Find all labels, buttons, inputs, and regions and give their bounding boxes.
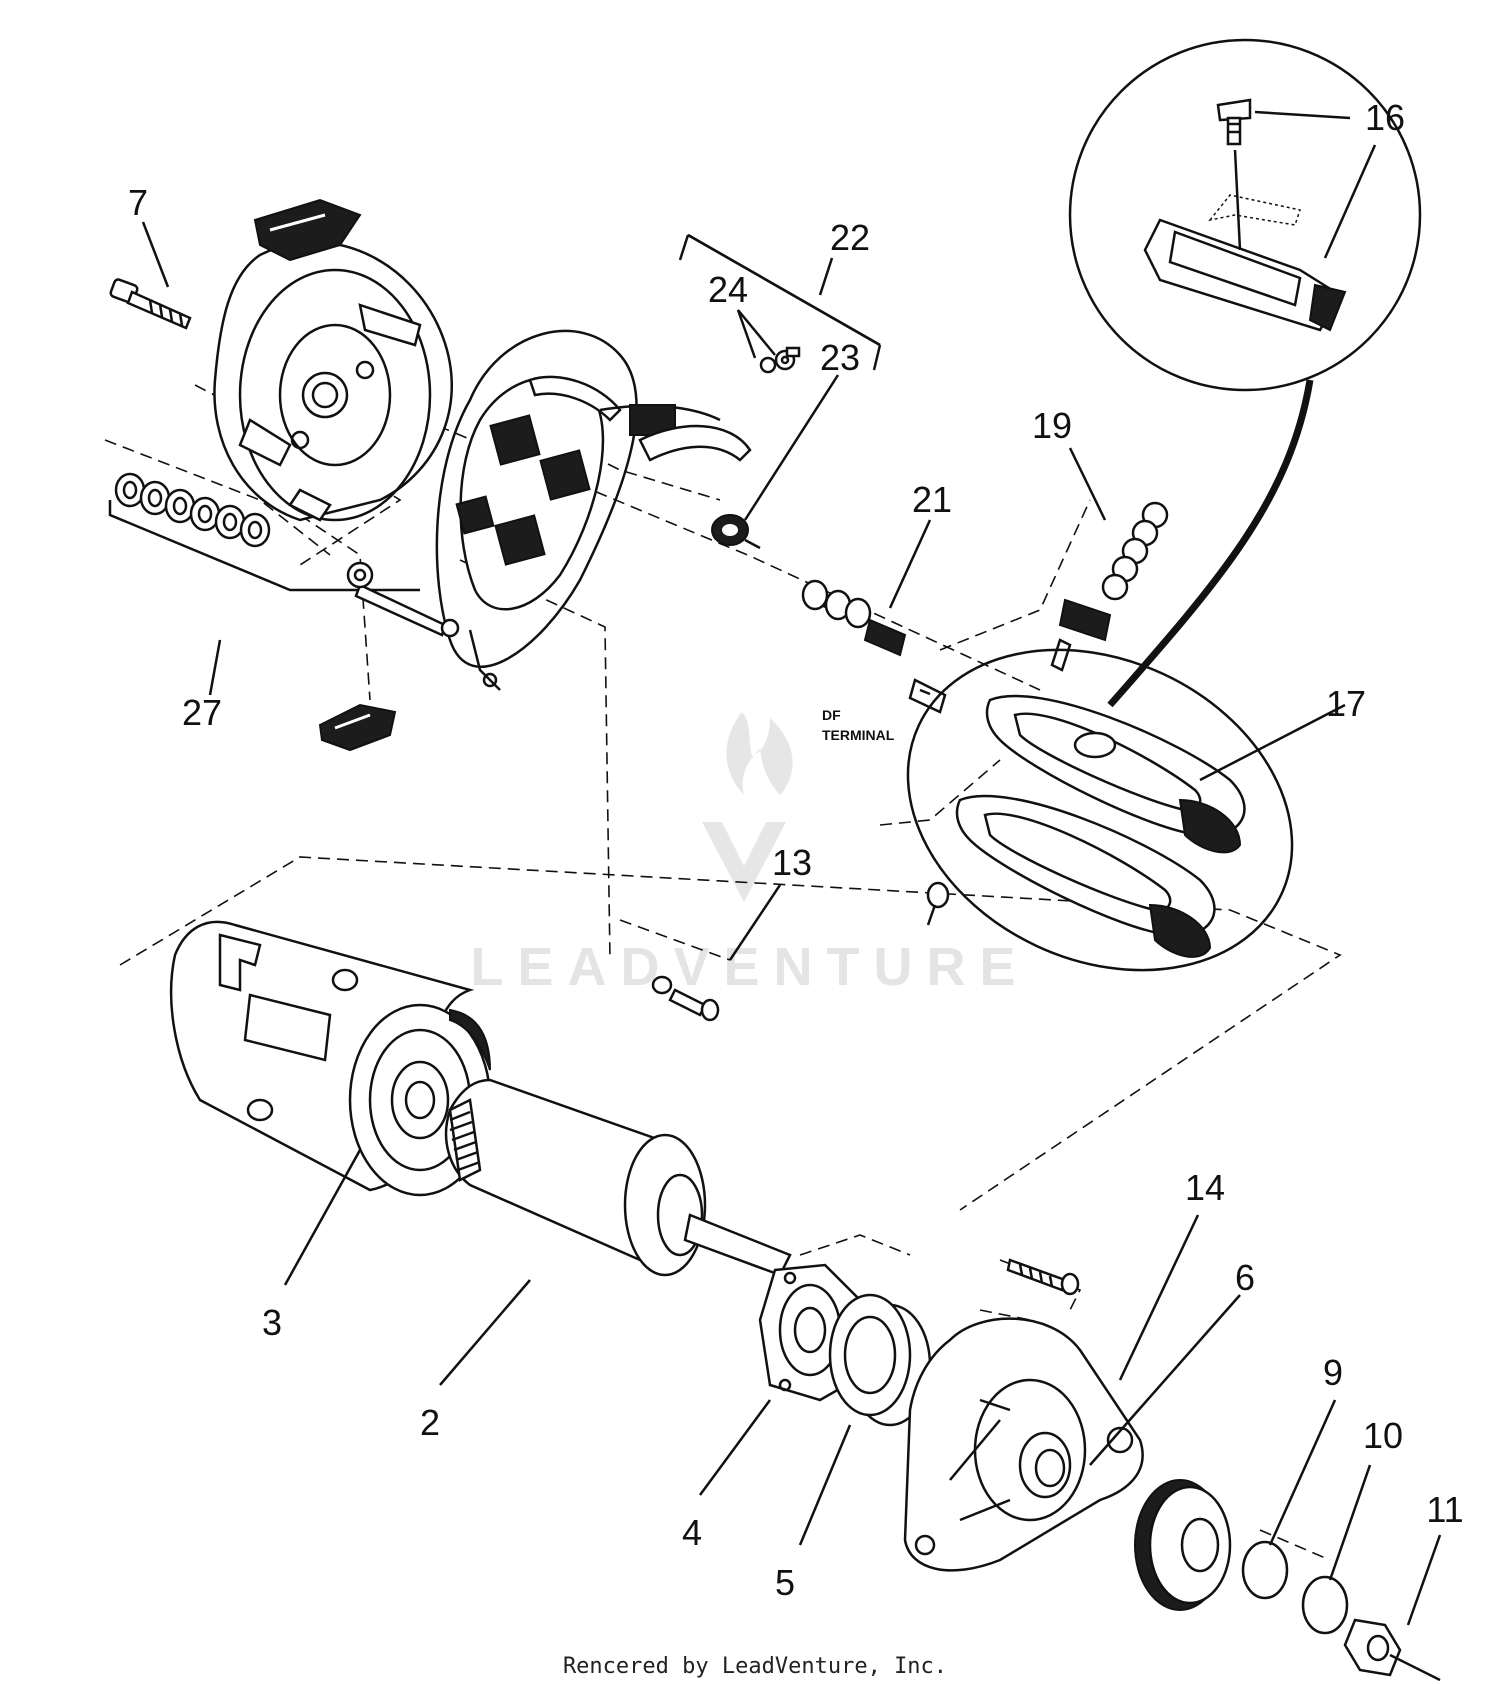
inset-circle-part-16 [1068,38,1422,708]
callout-16: 16 [1365,97,1405,138]
callout-2: 2 [420,1402,440,1443]
end-frame [213,198,454,522]
part-10-lockwasher [1301,1575,1349,1635]
callout-24: 24 [708,269,748,310]
callout-22: 22 [830,217,870,258]
watermark-flame-icon [726,712,793,795]
callout-17: 17 [1326,683,1366,724]
leader-lines [141,110,1442,1626]
part-14-drive-end-frame [903,1258,1144,1572]
callout-5: 5 [775,1562,795,1603]
footer-credit: Rencered by LeadVenture, Inc. [563,1654,947,1679]
part-13-screw [651,975,720,1022]
parts-22-24-brush-assembly [629,233,882,550]
watermark-v-icon [702,822,786,902]
callout-19: 19 [1032,405,1072,446]
callout-27: 27 [182,692,222,733]
callout-14: 14 [1185,1167,1225,1208]
brush-holder-plate [318,329,721,752]
watermark: LEADVENTURE [470,712,1029,997]
callout-21: 21 [912,479,952,520]
part-17-field-coils [906,648,1294,972]
callout-23: 23 [820,337,860,378]
part-27-washer-set [108,472,420,592]
callout-11: 11 [1426,1489,1463,1530]
part-2-armature [444,1078,792,1277]
callout-numbers: 7 22 24 23 16 19 21 17 27 13 14 6 3 9 2 … [128,97,1464,1603]
callout-6: 6 [1235,1257,1255,1298]
frame-housing [169,920,492,1197]
part-5-bearing [828,1293,932,1427]
df-label-line-1: DF [822,707,841,723]
df-label-line-2: TERMINAL [822,727,895,743]
watermark-text: LEADVENTURE [470,937,1029,997]
callout-4: 4 [682,1512,702,1553]
part-19-terminal-hardware [1050,501,1169,672]
callout-10: 10 [1363,1415,1403,1456]
callout-9: 9 [1323,1352,1343,1393]
callout-7: 7 [128,182,148,223]
part-9-washer [1241,1540,1289,1600]
callout-3: 3 [262,1302,282,1343]
part-21-terminal-hardware [801,579,947,714]
alignment-lines [104,359,1342,1561]
callout-13: 13 [772,842,812,883]
part-11-nut [1343,1618,1402,1677]
part-7-bolt [109,278,192,330]
pulley-washers-nut [1134,1479,1441,1682]
df-terminal-label: DF TERMINAL [822,707,895,743]
